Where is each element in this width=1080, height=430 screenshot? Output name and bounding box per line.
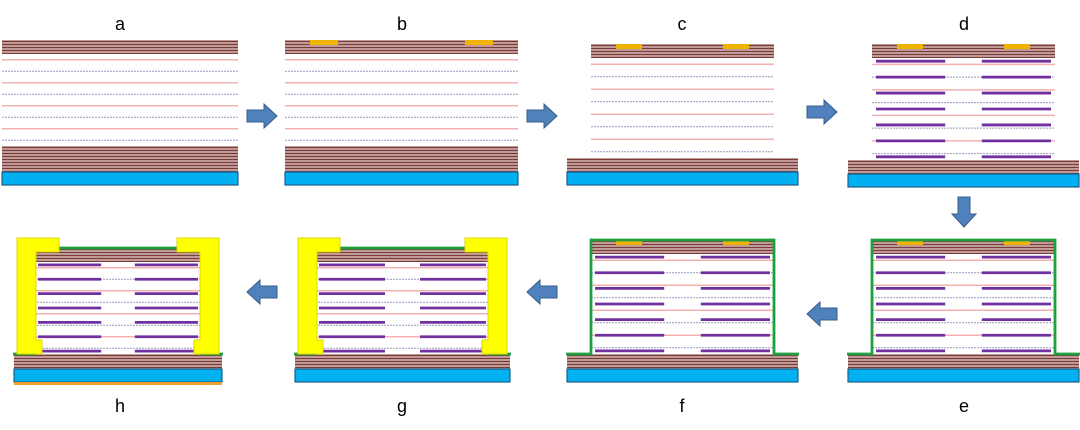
p-contact-left <box>616 240 642 245</box>
substrate <box>294 368 511 383</box>
metal-pad-right <box>464 237 508 355</box>
bottom-dbr <box>567 158 798 172</box>
flow-arrow-left <box>526 278 558 306</box>
substrate <box>847 368 1080 383</box>
cavity-region <box>34 262 202 354</box>
cavity-region <box>285 54 518 146</box>
flow-arrow-left <box>246 278 278 306</box>
cavity-region <box>591 58 774 158</box>
panels-layer <box>1 40 1080 385</box>
substrate <box>566 368 799 383</box>
flow-arrow-left <box>806 300 838 328</box>
p-contact-left <box>310 40 338 45</box>
p-contact-right <box>1004 240 1030 245</box>
p-contact-right <box>1004 44 1030 49</box>
arrows-layer <box>246 98 978 328</box>
panel-g <box>294 237 511 383</box>
panel-h <box>13 237 223 385</box>
panel-a <box>1 40 239 186</box>
passivation-layer <box>847 238 1080 356</box>
panel-d <box>847 44 1080 188</box>
p-contact-right <box>723 240 749 245</box>
panel-label-c: c <box>678 14 687 34</box>
panel-label-b: b <box>397 14 407 34</box>
labels-layer: a b c d h g f e <box>115 14 969 416</box>
passivation-layer <box>566 238 799 356</box>
flow-arrow-right <box>806 98 838 126</box>
bottom-dbr <box>567 354 798 369</box>
p-contact-left <box>897 240 923 245</box>
p-contact-right <box>723 44 749 49</box>
panel-b <box>284 40 519 186</box>
cavity-region <box>872 58 1055 160</box>
flow-arrow-right <box>246 102 278 130</box>
panel-f <box>566 238 799 383</box>
substrate <box>284 171 519 186</box>
panel-label-d: d <box>959 14 969 34</box>
substrate <box>1 171 239 186</box>
substrate <box>13 368 223 383</box>
panel-label-a: a <box>115 14 126 34</box>
substrate <box>847 173 1080 188</box>
bottom-dbr <box>848 354 1079 369</box>
flow-arrow-right <box>526 102 558 130</box>
panel-e <box>847 238 1080 383</box>
cavity-region <box>872 254 1055 354</box>
substrate <box>566 171 799 186</box>
top-dbr <box>2 40 238 54</box>
p-contact-left <box>897 44 923 49</box>
cavity-region <box>315 262 490 354</box>
bottom-dbr <box>2 146 238 172</box>
bottom-dbr <box>285 146 518 172</box>
panel-label-h: h <box>115 396 125 416</box>
cavity-region <box>591 254 774 354</box>
cavity-fill <box>2 54 238 146</box>
bottom-dbr <box>848 160 1079 174</box>
cavity-fill <box>591 58 774 158</box>
p-contact-left <box>616 44 642 49</box>
bottom-dbr <box>14 354 222 369</box>
panel-label-f: f <box>679 396 685 416</box>
cavity-fill <box>285 54 518 146</box>
panel-label-g: g <box>397 396 407 416</box>
metal-pad-right <box>176 237 220 355</box>
metal-pad-left <box>297 237 341 355</box>
cavity-region <box>2 54 238 146</box>
metal-pad-left <box>16 237 60 355</box>
panel-label-e: e <box>959 396 969 416</box>
backside-contact <box>14 382 222 385</box>
bottom-dbr <box>295 354 510 369</box>
top-dbr <box>315 248 490 262</box>
panel-c <box>566 44 799 186</box>
top-dbr <box>34 248 202 262</box>
flow-arrow-down <box>950 196 978 228</box>
p-contact-right <box>465 40 493 45</box>
